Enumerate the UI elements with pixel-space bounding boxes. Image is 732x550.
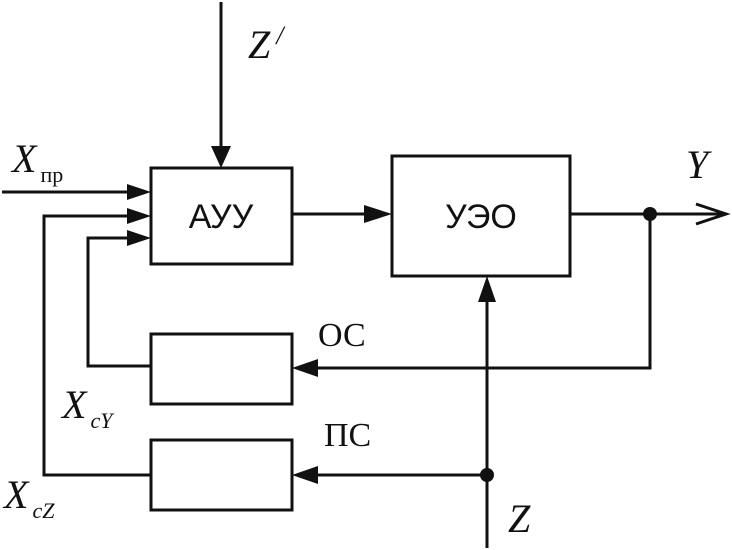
output-signal (570, 202, 731, 226)
label-feedback-link: ОС (318, 317, 366, 354)
setpoint-arrowhead (127, 184, 151, 200)
block-feedforward (149, 438, 294, 512)
label-z-prime: Z/ (248, 21, 286, 67)
setpoint-signal (2, 184, 151, 200)
control-signal (292, 205, 392, 223)
feedback-arrowhead (292, 359, 318, 377)
feedforward-signal (292, 466, 487, 484)
disturbance-ctrl-arrowhead (211, 146, 231, 168)
disturbance-arrowhead (478, 276, 496, 302)
label-feedforward-link: ПС (324, 417, 371, 454)
block-ueo: УЭО (390, 154, 572, 278)
disturbance-signal (478, 276, 496, 548)
feedforward-arrowhead (292, 466, 318, 484)
feedback-return-line (86, 230, 151, 368)
block-auu: АУУ (149, 166, 294, 266)
block-auu-label: АУУ (189, 198, 254, 236)
label-output-y: Y (686, 142, 712, 187)
feedback-signal (292, 214, 652, 377)
output-open-arrowhead (695, 202, 731, 226)
feedforward-return-arrowhead (127, 208, 151, 224)
feedback-return-arrowhead (127, 230, 151, 246)
disturbance-ctrl-signal (211, 2, 231, 168)
block-ueo-label: УЭО (445, 198, 517, 236)
feedforward-return-line (42, 208, 151, 477)
label-disturbance-z: Z (508, 496, 531, 541)
control-signal-arrowhead (364, 205, 392, 223)
block-feedback (149, 332, 294, 406)
